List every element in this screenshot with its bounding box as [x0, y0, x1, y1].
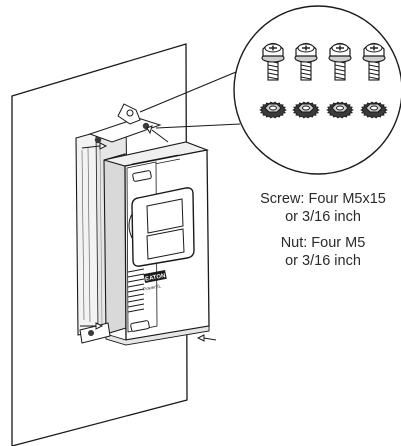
keypad: [128, 187, 195, 267]
arrow-bottom-left: [80, 322, 104, 330]
side-vent: [127, 268, 145, 313]
arrow-top-right: [146, 125, 169, 143]
hardware-detail-circle: [233, 5, 401, 175]
screw-caption-line2: or 3/16 inch: [285, 209, 361, 225]
svg-text:EATON: EATON: [145, 273, 166, 283]
device-model: PowerXL: [143, 283, 162, 291]
screw-icon: [294, 42, 318, 81]
screw-icon: [328, 42, 352, 81]
device-logo: EATON PowerXL: [143, 269, 167, 292]
callout-pointer: [139, 71, 241, 129]
screw-caption: Screw: Four M5x15 or 3/16 inch: [243, 190, 401, 226]
flange-nut-icon: [360, 101, 388, 119]
screw-row: [261, 42, 386, 81]
arrow-bottom-right: [196, 334, 217, 342]
nut-row: [259, 101, 388, 119]
bottom-latch: [130, 320, 150, 332]
nut-caption: Nut: Four M5 or 3/16 inch: [243, 234, 401, 270]
screw-icon: [362, 42, 386, 81]
bottom-screw: [88, 330, 94, 336]
arrow-top-left: [81, 142, 108, 150]
screw-caption-line1: Screw: Four M5x15: [260, 191, 386, 207]
flange-nut-icon: [292, 101, 320, 119]
top-latch: [132, 170, 152, 182]
drive-body: EATON PowerXL: [103, 141, 210, 346]
flange-nut-icon: [326, 101, 354, 119]
top-mounting-bracket: [88, 103, 162, 144]
flange-nut-icon: [259, 101, 287, 119]
screw-icon: [261, 42, 285, 81]
nut-caption-line2: or 3/16 inch: [285, 253, 361, 269]
nut-caption-line1: Nut: Four M5: [280, 235, 366, 251]
